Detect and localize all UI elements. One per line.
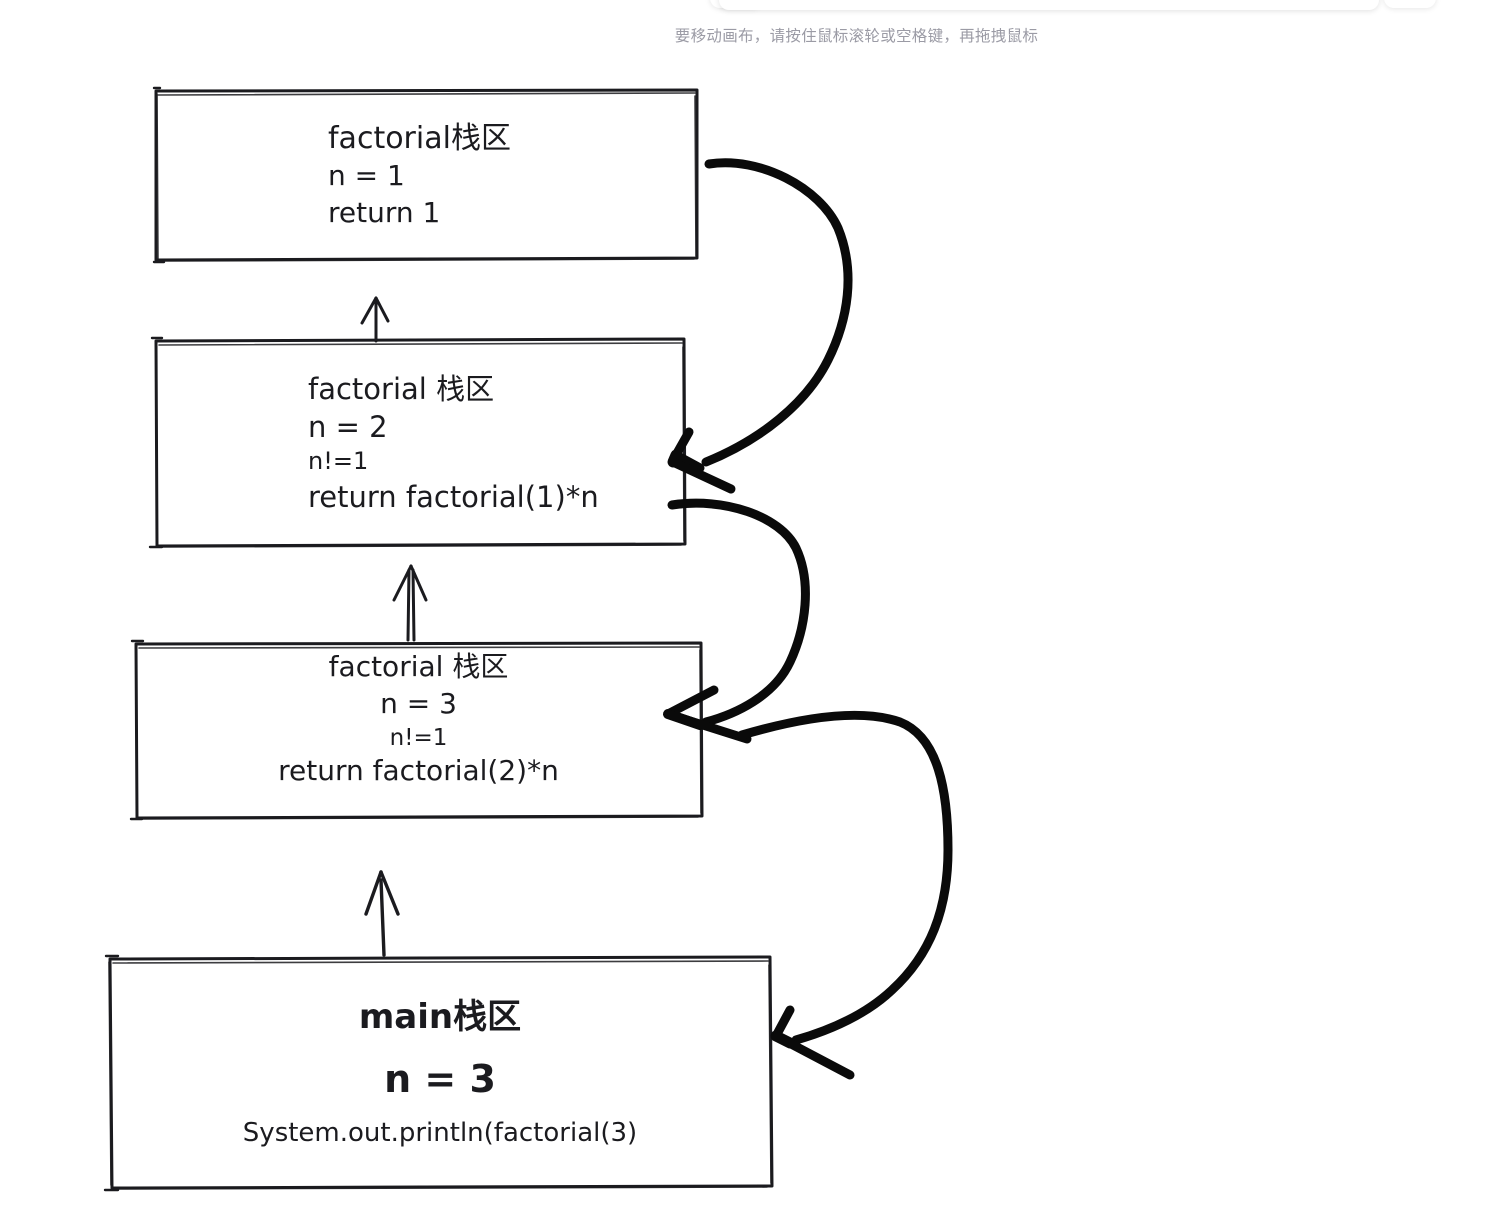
arrow-call-f3-to-f2 <box>392 564 428 642</box>
stack-frame-title: factorial 栈区 <box>328 650 509 683</box>
stack-frame-title: main栈区 <box>358 996 522 1037</box>
stack-frame-factorial-2[interactable]: factorial 栈区 n = 2 n!=1 return factorial… <box>155 340 685 546</box>
arrow-call-main-to-f3 <box>364 870 400 957</box>
stack-frame-title: factorial 栈区 <box>308 371 495 406</box>
stack-frame-factorial-3[interactable]: factorial 栈区 n = 3 n!=1 return factorial… <box>135 643 702 818</box>
toolbar-right-panel[interactable] <box>1384 0 1436 8</box>
stack-frame-main[interactable]: main栈区 n = 3 System.out.println(factoria… <box>108 957 772 1188</box>
toolbar-panel[interactable] <box>719 0 1379 10</box>
canvas-pan-hint: 要移动画布，请按住鼠标滚轮或空格键，再拖拽鼠标 <box>674 27 1039 45</box>
arrow-call-f2-to-f1 <box>360 296 390 343</box>
stack-frame-factorial-1[interactable]: factorial栈区 n = 1 return 1 <box>155 90 698 261</box>
stack-frame-condition: n!=1 <box>308 447 369 476</box>
stack-frame-return: return factorial(2)*n <box>278 754 559 788</box>
stack-frame-param: n = 3 <box>380 686 457 720</box>
stack-frame-condition: n!=1 <box>389 724 448 751</box>
arrow-return-f3-to-main <box>737 710 953 1080</box>
stack-frame-title: factorial栈区 <box>328 120 511 156</box>
stack-frame-param: n = 3 <box>384 1056 496 1101</box>
stack-frame-code: System.out.println(factorial(3) <box>242 1117 638 1148</box>
stack-frame-return: return factorial(1)*n <box>308 479 599 514</box>
stack-frame-return: return 1 <box>328 196 441 230</box>
stack-frame-param: n = 1 <box>328 159 405 193</box>
stack-frame-param: n = 2 <box>308 410 388 445</box>
